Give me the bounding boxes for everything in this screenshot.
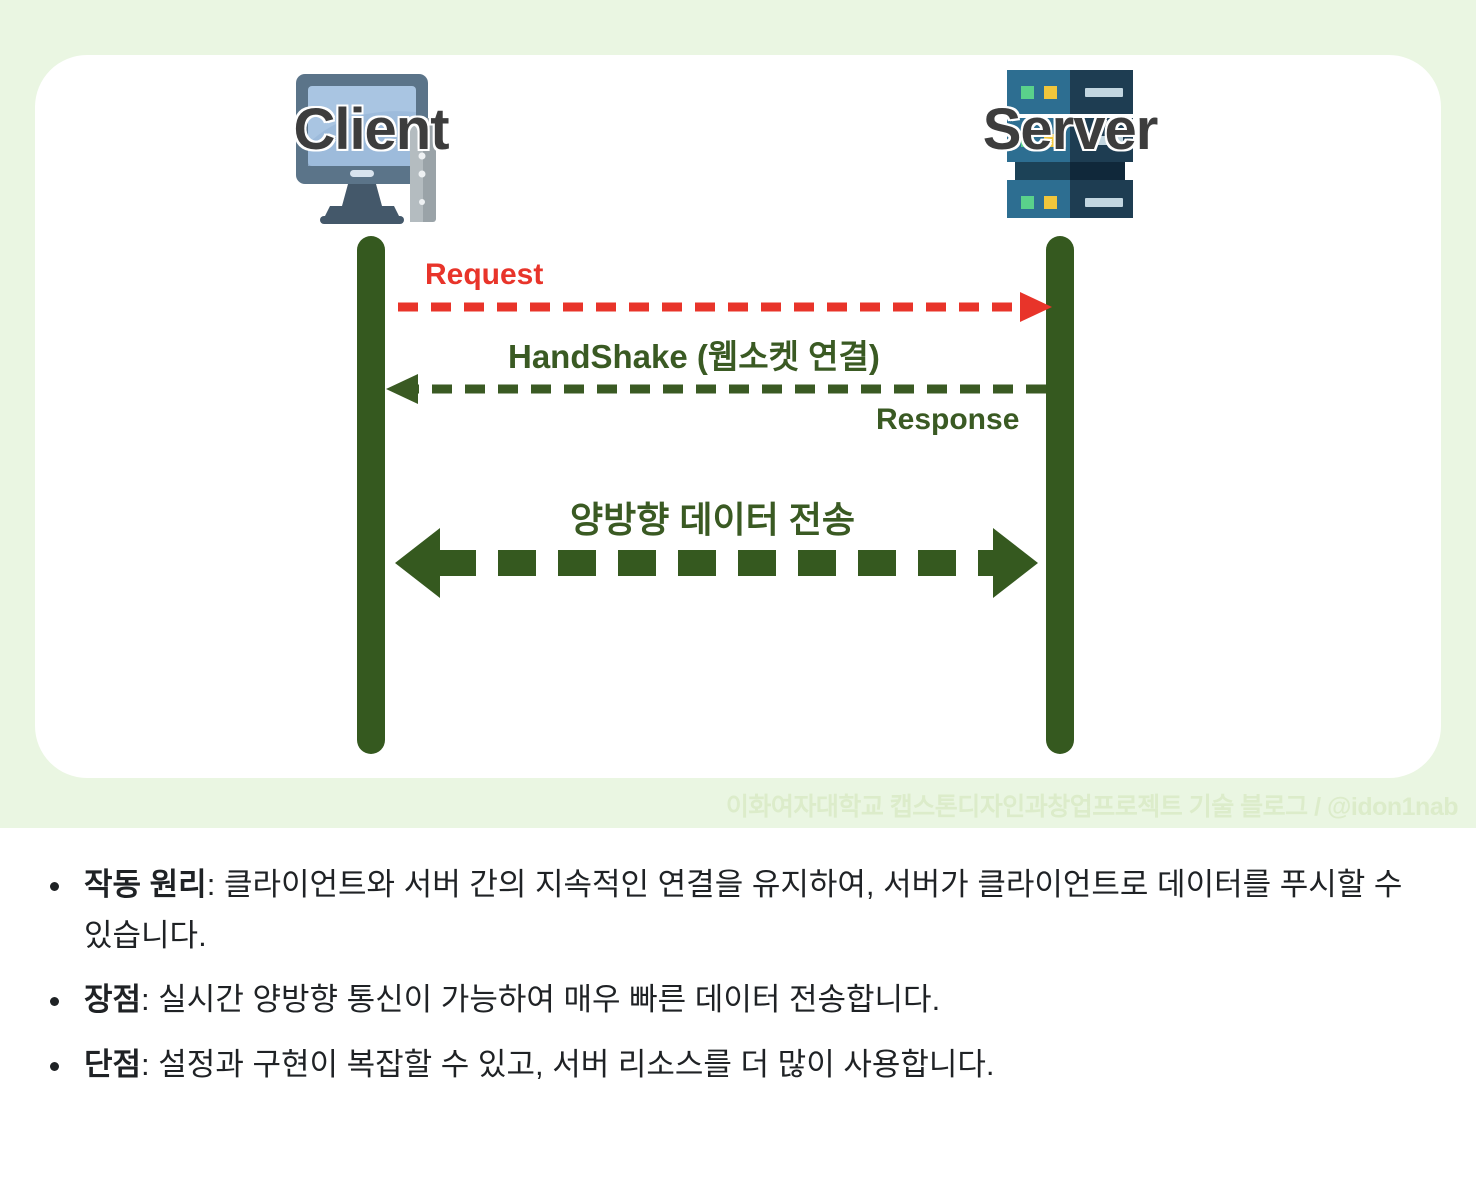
- bullet-text: 설정과 구현이 복잡할 수 있고, 서버 리소스를 더 많이 사용합니다.: [158, 1046, 995, 1082]
- label-response: Response: [876, 403, 1020, 436]
- bullet-separator: :: [141, 1046, 159, 1082]
- actor-server-label: Server: [982, 97, 1159, 162]
- actor-server: Server: [940, 58, 1200, 228]
- lifeline-client: [357, 236, 385, 754]
- list-item: 장점: 실시간 양방향 통신이 가능하여 매우 빠른 데이터 전송합니다.: [50, 975, 1432, 1026]
- bullet-separator: :: [141, 982, 159, 1018]
- bullet-term: 작동 원리: [84, 867, 207, 902]
- bullet-separator: :: [206, 867, 224, 902]
- server-rack-icon: [997, 66, 1143, 224]
- description-list: 작동 원리: 클라이언트와 서버 간의 지속적인 연결을 유지하여, 서버가 클…: [0, 860, 1476, 1104]
- watermark-credit: 이화여자대학교 캡스톤디자인과창업프로젝트 기술 블로그 / @idon1nab: [725, 793, 1459, 821]
- actor-client-label: Client: [293, 97, 449, 162]
- diagram-card: [35, 55, 1441, 778]
- bullet-text: 클라이언트와 서버 간의 지속적인 연결을 유지하여, 서버가 클라이언트로 데…: [84, 867, 1403, 953]
- list-item: 단점: 설정과 구현이 복잡할 수 있고, 서버 리소스를 더 많이 사용합니다…: [50, 1040, 1432, 1091]
- bullet-text: 실시간 양방향 통신이 가능하여 매우 빠른 데이터 전송합니다.: [158, 982, 941, 1018]
- bullet-term: 단점: [84, 1046, 142, 1082]
- label-request: Request: [425, 258, 544, 291]
- list-item: 작동 원리: 클라이언트와 서버 간의 지속적인 연결을 유지하여, 서버가 클…: [50, 860, 1432, 961]
- label-bidirectional: 양방향 데이터 전송: [570, 499, 855, 540]
- desktop-computer-icon: [286, 66, 456, 231]
- lifeline-server: [1046, 236, 1074, 754]
- bullet-term: 장점: [84, 982, 142, 1018]
- websocket-diagram-panel: Client: [0, 0, 1476, 828]
- actor-client: Client: [241, 58, 501, 228]
- label-handshake: HandShake (웹소켓 연결): [508, 338, 880, 375]
